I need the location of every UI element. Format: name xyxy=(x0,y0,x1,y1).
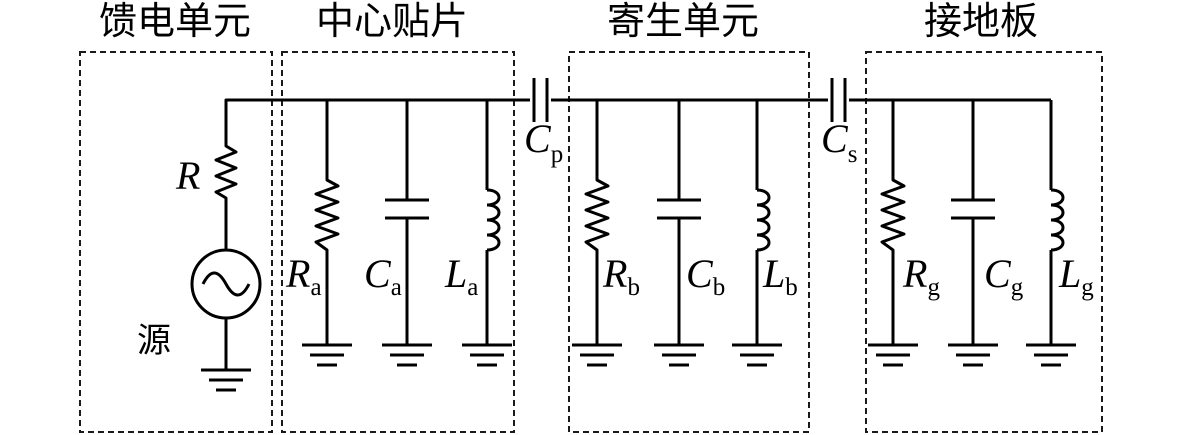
feed-branch xyxy=(190,133,262,392)
resistor-rg xyxy=(880,100,906,345)
resistor-rb xyxy=(584,100,610,345)
label-ca: Ca xyxy=(364,251,402,301)
label-cb: Cb xyxy=(686,251,725,301)
ground-plane-title: 接地板 xyxy=(924,0,1038,43)
label-r: R xyxy=(175,153,200,198)
inductor-lb xyxy=(755,100,771,345)
label-la: La xyxy=(444,251,478,301)
ground-symbol-icon xyxy=(868,343,918,367)
ground-symbol-icon xyxy=(201,368,251,392)
series-capacitor-cs xyxy=(830,78,847,122)
center-patch-title: 中心贴片 xyxy=(316,0,468,43)
parasitic-unit-box xyxy=(568,51,810,433)
capacitor-cg xyxy=(951,100,995,345)
feed-unit-box xyxy=(79,51,273,433)
resistor-ra xyxy=(314,100,340,345)
parasitic-unit-title: 寄生单元 xyxy=(607,0,759,43)
bus-wire-feed xyxy=(224,98,530,133)
capacitor-ca xyxy=(385,100,429,345)
inductor-la xyxy=(485,100,501,345)
ground-symbol-icon xyxy=(572,343,622,367)
label-source: 源 xyxy=(137,321,171,361)
ground-symbol-icon xyxy=(732,343,782,367)
ground-plane-box xyxy=(865,51,1103,433)
ground-symbol-icon xyxy=(1026,343,1076,367)
feed-unit-title: 馈电单元 xyxy=(99,0,251,43)
ground-symbol-icon xyxy=(382,343,432,367)
inductor-lg xyxy=(1049,100,1065,345)
label-ra: Ra xyxy=(285,251,322,301)
sine-wave-icon xyxy=(201,271,251,297)
series-capacitor-cp xyxy=(532,78,549,122)
ground-symbol-icon xyxy=(948,343,998,367)
label-cs: Cs xyxy=(821,116,857,168)
center-patch-box xyxy=(281,51,515,433)
ground-symbol-icon xyxy=(302,343,352,367)
ground-symbol-icon xyxy=(654,343,704,367)
capacitor-cb xyxy=(657,100,701,345)
feed-resistor-r xyxy=(214,133,238,250)
label-cp: Cp xyxy=(524,116,563,168)
label-lb: Lb xyxy=(762,251,798,301)
label-rg: Rg xyxy=(902,251,940,301)
label-rb: Rb xyxy=(602,251,640,301)
label-lg: Lg xyxy=(1058,251,1094,301)
label-cg: Cg xyxy=(984,251,1024,301)
ground-symbol-icon xyxy=(462,343,512,367)
